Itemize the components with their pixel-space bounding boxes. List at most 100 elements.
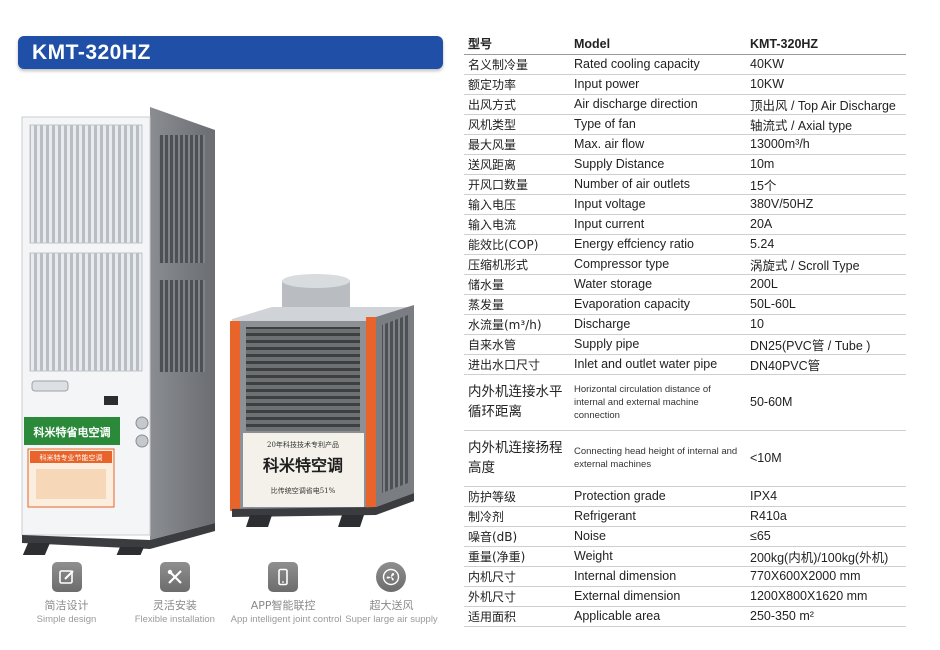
spec-value: IPX4 (746, 486, 906, 507)
feature-air-supply: 超大送风 Super large air supply (339, 562, 444, 642)
indoor-panel-text: 科米特省电空调 (34, 425, 111, 439)
indoor-front-label (31, 380, 69, 392)
spec-label-en: Supply Distance (570, 154, 746, 175)
spec-label-en: Max. air flow (570, 134, 746, 155)
spec-label-en: Air discharge direction (570, 94, 746, 115)
spec-label-cn: 出风方式 (464, 94, 570, 115)
spec-label-en: Number of air outlets (570, 174, 746, 195)
spec-value: 40KW (746, 54, 906, 75)
spec-header-cn: 型号 (464, 34, 570, 55)
spec-label-en: Water storage (570, 274, 746, 295)
spec-label-cn: 输入电流 (464, 214, 570, 235)
spec-value: 1200X800X1620 mm (746, 586, 906, 607)
indoor-front-grille-top (29, 124, 143, 244)
indoor-side-grille-bottom (159, 280, 205, 372)
feature-label-cn: 简洁设计 (44, 599, 89, 612)
spec-label-cn: 内外机连接扬程高度 (464, 430, 570, 487)
spec-label-en: Horizontal circulation distance of inter… (570, 374, 746, 431)
smartphone-icon (268, 562, 299, 592)
outdoor-unit-base (232, 493, 414, 517)
feature-simple-design: 简洁设计 Simple design (14, 562, 119, 642)
spec-label-cn: 开风口数量 (464, 174, 570, 195)
outdoor-label-panel (243, 433, 364, 507)
spec-label-cn: 外机尺寸 (464, 586, 570, 607)
indoor-display (104, 396, 118, 405)
spec-label-cn: 进出水口尺寸 (464, 354, 570, 375)
spec-label-en: Inlet and outlet water pipe (570, 354, 746, 375)
spec-label-en: Type of fan (570, 114, 746, 135)
feature-flexible-installation: 灵活安装 Flexible installation (122, 562, 227, 642)
spec-label-cn: 蒸发量 (464, 294, 570, 315)
spec-label-en: Protection grade (570, 486, 746, 507)
spec-value: 50-60M (746, 374, 906, 431)
spec-label-en: Energy effciency ratio (570, 234, 746, 255)
spec-header-row: 型号 Model KMT-320HZ (464, 34, 906, 55)
feature-label-cn: APP智能联控 (250, 599, 316, 612)
indoor-side-grille-top (159, 135, 205, 263)
spec-label-en: Internal dimension (570, 566, 746, 587)
spec-label-en: Refrigerant (570, 506, 746, 527)
feature-label-cn: 灵活安装 (152, 599, 197, 612)
product-image: 科米特省电空调 科米特专业节能空调 20年科技技术专利产品 科米特空调 比传统空… (21, 107, 414, 555)
spec-label-en: Input voltage (570, 194, 746, 215)
spec-label-en: Weight (570, 546, 746, 567)
spec-value: 380V/50HZ (746, 194, 906, 215)
spec-label-cn: 适用面积 (464, 606, 570, 627)
spec-label-en: Applicable area (570, 606, 746, 627)
spec-label-cn: 防护等级 (464, 486, 570, 507)
outdoor-orange-post-right (366, 317, 376, 507)
spec-label-en: Compressor type (570, 254, 746, 275)
feature-label-en: Simple design (36, 614, 97, 625)
spec-header-value: KMT-320HZ (746, 34, 906, 55)
spec-label-cn: 最大风量 (464, 134, 570, 155)
spec-value: ≤65 (746, 526, 906, 547)
spec-value: 10KW (746, 74, 906, 95)
spec-value: 15个 (746, 174, 906, 195)
feature-label-en: Flexible installation (134, 614, 215, 625)
spec-value: 5.24 (746, 234, 906, 255)
spec-label-cn: 内外机连接水平循环距离 (464, 374, 570, 431)
spec-label-cn: 水流量(m³/h) (464, 314, 570, 335)
outdoor-front-grille (246, 327, 360, 431)
spec-label-en: Rated cooling capacity (570, 54, 746, 75)
indoor-side-valve (135, 416, 149, 430)
spec-value: DN40PVC管 (746, 354, 906, 375)
spec-label-en: External dimension (570, 586, 746, 607)
spec-value: 250-350 m² (746, 606, 906, 627)
spec-value: 200L (746, 274, 906, 295)
fan-icon (376, 562, 407, 592)
spec-label-en: Input power (570, 74, 746, 95)
spec-value: 20A (746, 214, 906, 235)
spec-label-cn: 风机类型 (464, 114, 570, 135)
pencil-square-icon (51, 562, 82, 592)
indoor-green-panel (24, 417, 120, 445)
spec-label-cn: 储水量 (464, 274, 570, 295)
feature-label-en: App intelligent joint control (230, 614, 342, 625)
spec-value: 770X600X2000 mm (746, 566, 906, 587)
indoor-front-grille-bottom (29, 252, 143, 372)
spec-value: <10M (746, 430, 906, 487)
spec-label-cn: 压缩机形式 (464, 254, 570, 275)
spec-value: 200kg(内机)/100kg(外机) (746, 546, 906, 567)
model-title-banner: KMT-320HZ (18, 36, 443, 69)
spec-label-cn: 送风距离 (464, 154, 570, 175)
spec-value: 13000m³/h (746, 134, 906, 155)
